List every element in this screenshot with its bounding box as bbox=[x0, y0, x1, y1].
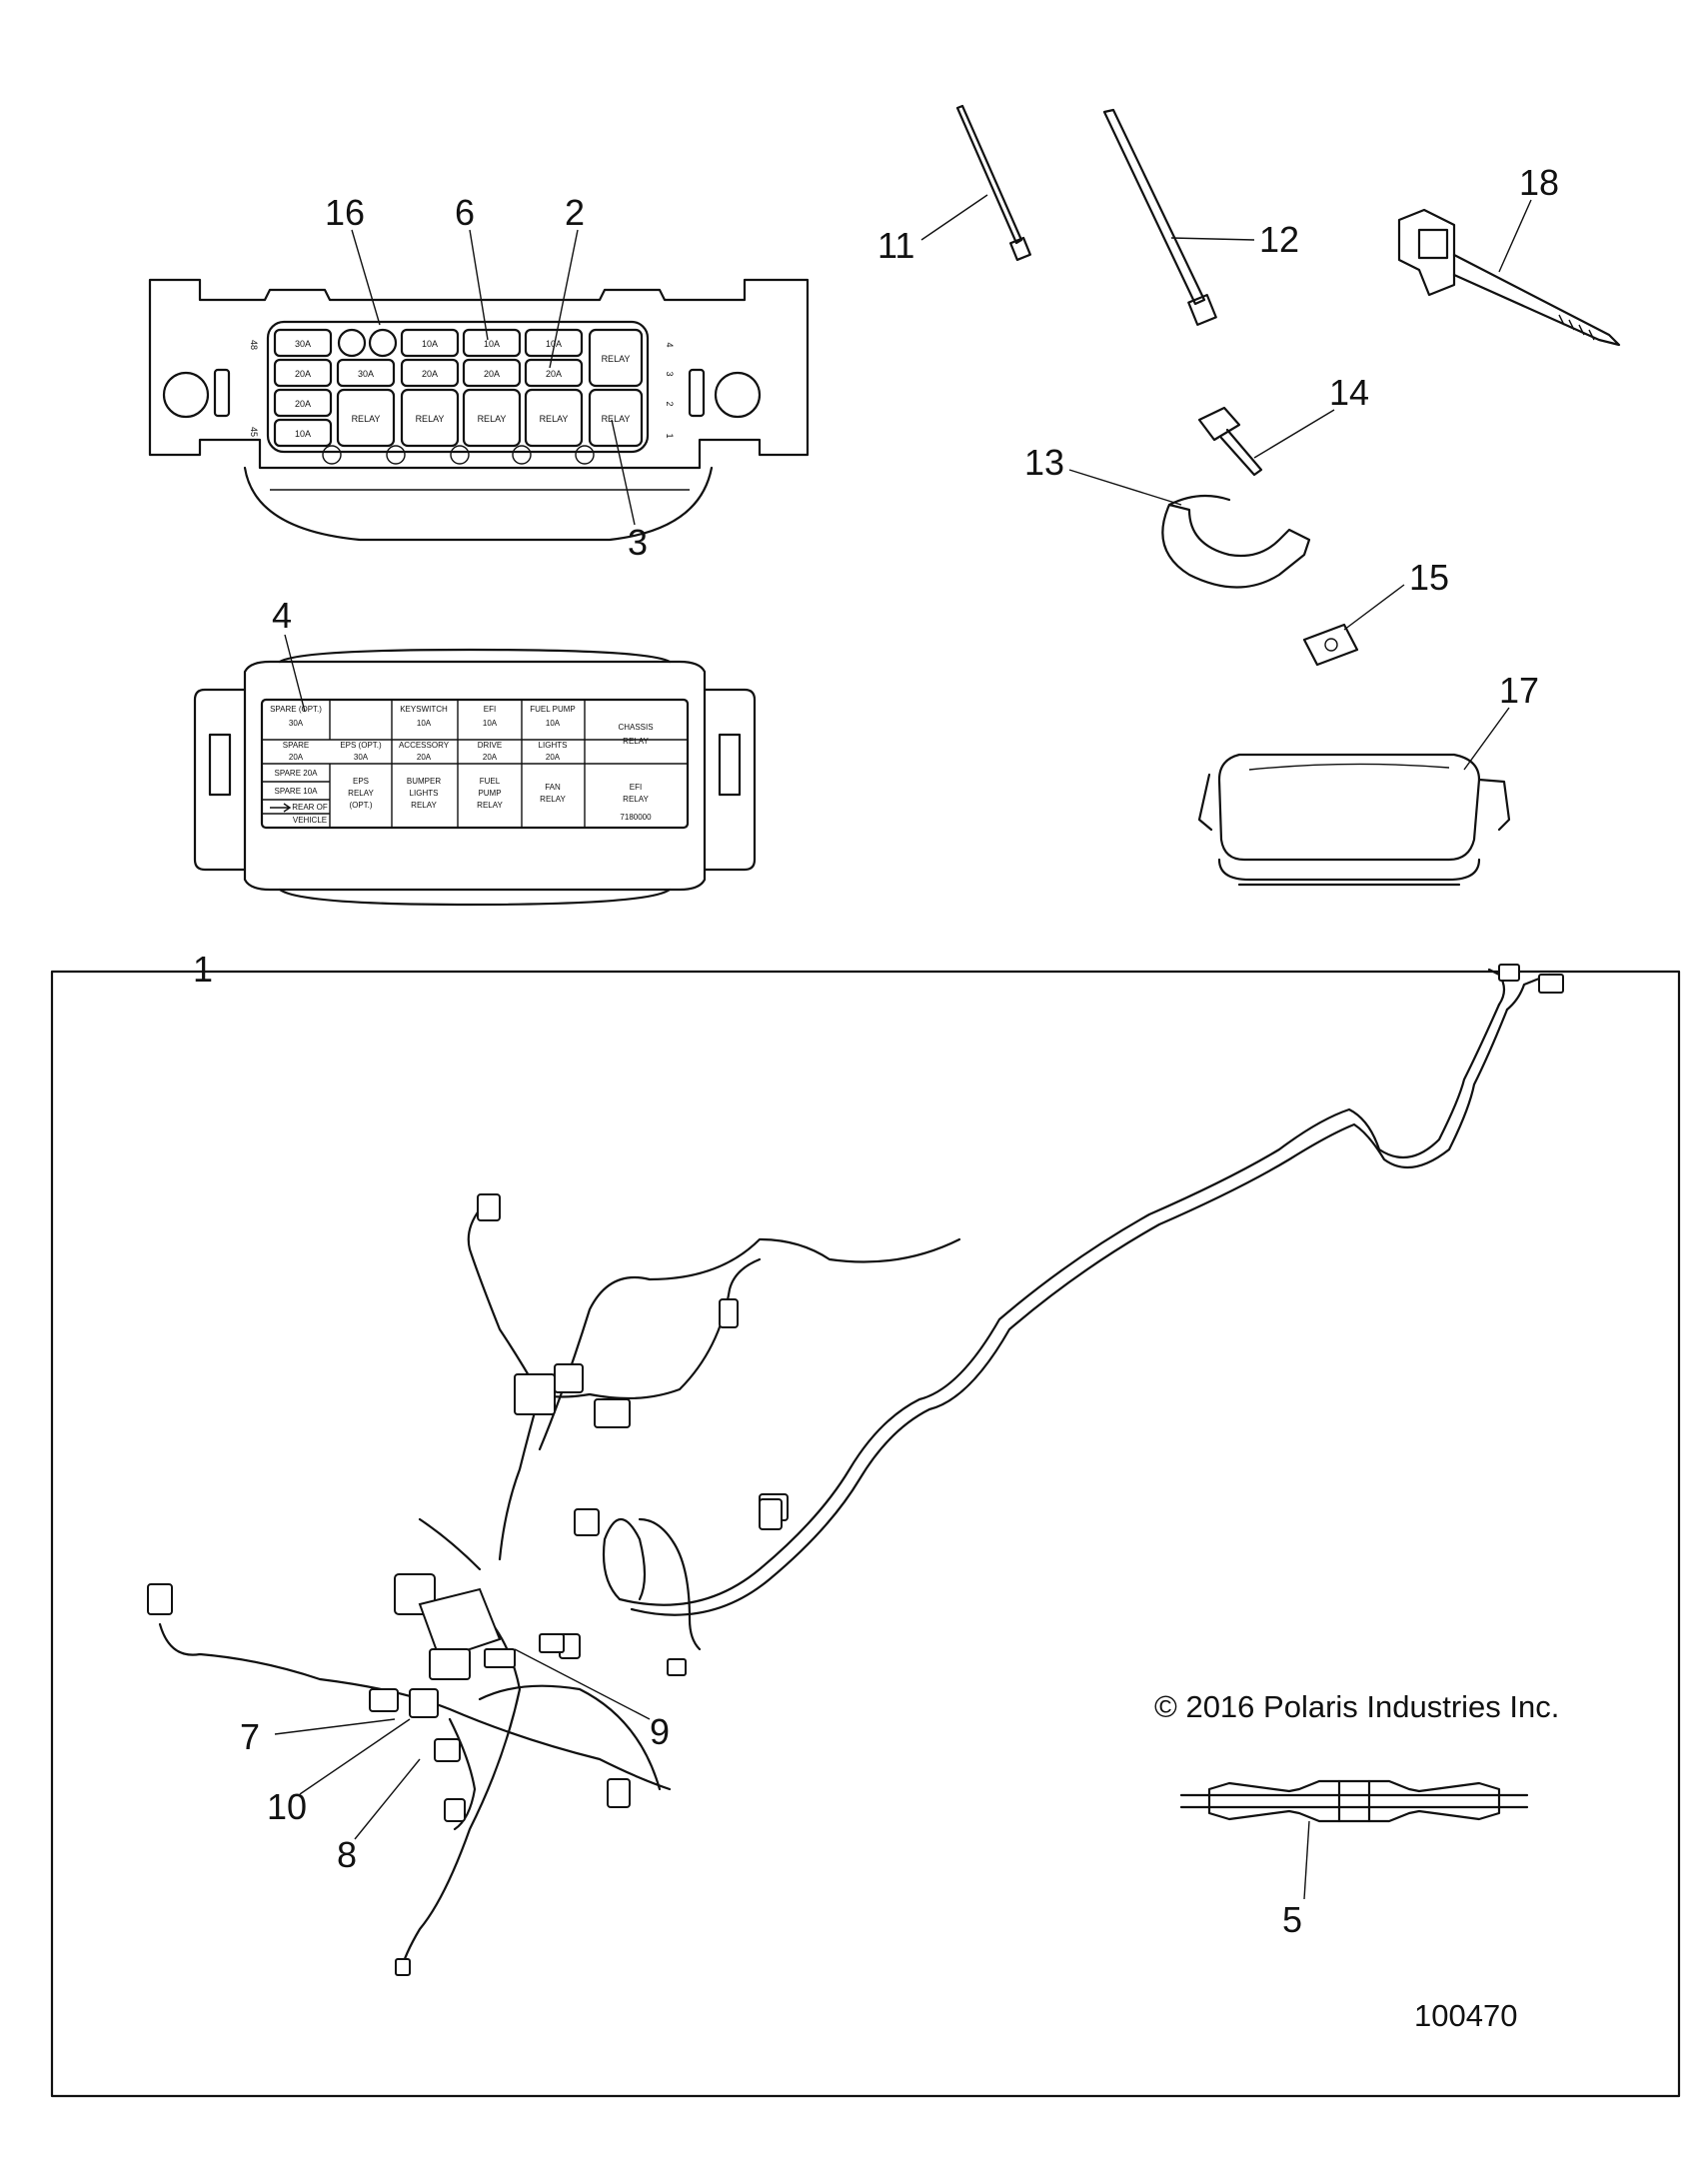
push-rivet bbox=[1197, 406, 1263, 477]
lbl-eps-opt-2: 30A bbox=[354, 753, 369, 762]
lbl-fprelay-1: FUEL bbox=[480, 777, 501, 786]
fuse-side-4: 4 bbox=[665, 342, 675, 347]
relay-r3c2: RELAY bbox=[352, 414, 381, 424]
cable-tie-small bbox=[955, 104, 1031, 262]
fuse-r2c2: 30A bbox=[358, 369, 374, 379]
callout-5: 5 bbox=[1282, 1899, 1302, 1940]
lbl-eps-opt-1: EPS (OPT.) bbox=[340, 741, 382, 750]
callout-1: 1 bbox=[193, 949, 213, 990]
fuse-r2c4: 20A bbox=[484, 369, 500, 379]
relay-r3c5: RELAY bbox=[540, 414, 569, 424]
callout-3: 3 bbox=[628, 522, 648, 563]
connectors bbox=[147, 964, 1564, 1976]
lbl-part-no: 7180000 bbox=[620, 813, 652, 822]
callout-10: 10 bbox=[267, 1786, 307, 1827]
fuse-r2c5: 20A bbox=[546, 369, 562, 379]
lbl-spare10: SPARE 10A bbox=[275, 787, 319, 796]
callout-18: 18 bbox=[1519, 162, 1559, 203]
callout-4: 4 bbox=[272, 595, 292, 636]
p-clamp bbox=[1161, 494, 1311, 589]
fuse-side-3: 3 bbox=[665, 371, 675, 376]
lbl-drive-2: 20A bbox=[483, 753, 498, 762]
lbl-fuelpump-1: FUEL PUMP bbox=[530, 705, 576, 714]
lbl-spare-opt-1: SPARE (OPT.) bbox=[270, 705, 322, 714]
callout-9: 9 bbox=[650, 1711, 670, 1752]
lbl-accessory-1: ACCESSORY bbox=[399, 741, 450, 750]
fuse-r1c5: 10A bbox=[546, 339, 562, 349]
fuse-r1c4: 10A bbox=[484, 339, 500, 349]
figure-number: 100470 bbox=[1414, 1998, 1517, 2033]
lbl-spare20b: SPARE 20A bbox=[275, 769, 319, 778]
lbl-efirelay-1: EFI bbox=[630, 783, 642, 792]
fuse-side-45: 45 bbox=[249, 427, 259, 437]
lbl-efi-1: EFI bbox=[484, 705, 496, 714]
lbl-bumper-1: BUMPER bbox=[407, 777, 441, 786]
callout-6: 6 bbox=[455, 192, 475, 233]
lbl-lights-2: 20A bbox=[546, 753, 561, 762]
fuse-side-1: 1 bbox=[665, 433, 675, 438]
callout-7: 7 bbox=[240, 1716, 260, 1757]
harness-frame bbox=[50, 970, 1681, 2098]
lbl-drive-1: DRIVE bbox=[478, 741, 502, 750]
callout-2: 2 bbox=[565, 192, 585, 233]
fuse-r3c1: 20A bbox=[295, 399, 311, 409]
relay-r1c6: RELAY bbox=[602, 354, 631, 364]
callout-13: 13 bbox=[1024, 442, 1064, 483]
lbl-spare20a-1: SPARE bbox=[283, 741, 310, 750]
lbl-fprelay-2: PUMP bbox=[478, 789, 501, 798]
callout-15: 15 bbox=[1409, 557, 1449, 598]
lbl-fuelpump-2: 10A bbox=[546, 719, 561, 728]
fuse-side-2: 2 bbox=[665, 401, 675, 406]
fuse-r2c3: 20A bbox=[422, 369, 438, 379]
relay-r3c3: RELAY bbox=[416, 414, 445, 424]
fuse-box: 30A 10A 10A 10A RELAY 20A 30A 20A 20A 20… bbox=[148, 278, 810, 542]
lbl-epsrelay-1: EPS bbox=[353, 777, 369, 786]
lbl-epsrelay-2: RELAY bbox=[348, 789, 374, 798]
fuse-r1c3: 10A bbox=[422, 339, 438, 349]
lbl-rear-2: VEHICLE bbox=[293, 816, 327, 825]
copyright-text: © 2016 Polaris Industries Inc. bbox=[1154, 1689, 1559, 1724]
relay-r3c6: RELAY bbox=[602, 414, 631, 424]
cable-tie-large bbox=[1102, 108, 1217, 326]
lbl-fan-1: FAN bbox=[545, 783, 561, 792]
lbl-spare20a-2: 20A bbox=[289, 753, 304, 762]
lbl-keyswitch-2: 10A bbox=[417, 719, 432, 728]
nut-clip bbox=[1302, 623, 1359, 667]
relay-r3c4: RELAY bbox=[478, 414, 507, 424]
fuse-box-cover bbox=[1197, 753, 1511, 887]
lbl-chassis-1: CHASSIS bbox=[618, 723, 653, 732]
lbl-rear-1: REAR OF bbox=[292, 803, 328, 812]
wire-harness bbox=[158, 968, 1551, 1976]
lbl-chassis-2: RELAY bbox=[623, 737, 649, 746]
lbl-fprelay-3: RELAY bbox=[477, 801, 503, 810]
fuse-label: SPARE (OPT.) 30A KEYSWITCH 10A EFI 10A F… bbox=[193, 648, 757, 907]
lbl-efirelay-2: RELAY bbox=[623, 795, 649, 804]
callout-8: 8 bbox=[337, 1834, 357, 1875]
callout-11: 11 bbox=[877, 225, 914, 266]
lbl-keyswitch-1: KEYSWITCH bbox=[400, 705, 448, 714]
lbl-lights-1: LIGHTS bbox=[539, 741, 568, 750]
callout-17: 17 bbox=[1499, 670, 1539, 711]
lbl-efi-2: 10A bbox=[483, 719, 498, 728]
lbl-bumper-2: LIGHTS bbox=[410, 789, 439, 798]
fuse-r1c1: 30A bbox=[295, 339, 311, 349]
fuse-side-48: 48 bbox=[249, 340, 259, 350]
lbl-fan-2: RELAY bbox=[540, 795, 566, 804]
callout-14: 14 bbox=[1329, 372, 1369, 413]
inline-fuse-holder bbox=[1179, 1779, 1529, 1823]
lbl-epsrelay-3: (OPT.) bbox=[349, 801, 372, 810]
lbl-bumper-3: RELAY bbox=[411, 801, 437, 810]
fuse-r4c1: 10A bbox=[295, 429, 311, 439]
callout-16: 16 bbox=[325, 192, 365, 233]
callout-12: 12 bbox=[1259, 219, 1299, 260]
lbl-spare-opt-2: 30A bbox=[289, 719, 304, 728]
edge-clip-tie bbox=[1397, 208, 1621, 347]
lbl-accessory-2: 20A bbox=[417, 753, 432, 762]
fuse-r2c1: 20A bbox=[295, 369, 311, 379]
